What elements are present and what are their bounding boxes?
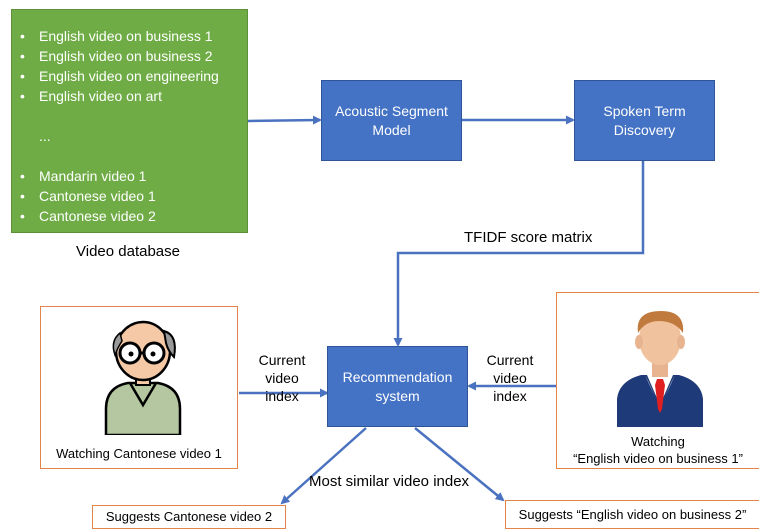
video-list-item: •English video on engineering (20, 68, 219, 84)
arrow-db-to-asm (247, 115, 322, 125)
video-list: •English video on business 1 •English vid… (20, 26, 219, 226)
asm-line-2: Model (372, 121, 411, 138)
arrow-rec-to-left-suggestion (280, 427, 367, 505)
rec-line-1: Recommendation (342, 368, 453, 385)
video-list-item: •English video on art (20, 88, 162, 104)
spoken-term-discovery-node: Spoken Term Discovery (574, 80, 715, 161)
rec-line-2: system (375, 387, 420, 404)
arrow-rec-to-right-suggestion (414, 427, 505, 502)
asm-line-1: Acoustic Segment (335, 102, 448, 119)
acoustic-segment-model-node: Acoustic Segment Model (321, 80, 462, 161)
current-video-index-left-label: Current video index (258, 352, 306, 404)
video-list-item: •Cantonese video 2 (20, 208, 156, 224)
video-list-item: •English video on business 1 (20, 28, 213, 44)
video-list-item (20, 146, 219, 166)
video-list-item: •Mandarin video 1 (20, 168, 147, 184)
std-line-1: Spoken Term (603, 102, 686, 119)
left-user-box: Watching Cantonese video 1 (40, 306, 238, 469)
right-user-box: Watching “English video on business 1” (556, 292, 759, 469)
left-user-caption: Watching Cantonese video 1 (56, 446, 222, 461)
elderly-person-icon (104, 320, 182, 435)
video-database-box: •English video on business 1 •English vid… (11, 9, 248, 233)
video-list-item (20, 106, 219, 126)
std-line-2: Discovery (613, 121, 676, 138)
recommendation-system-node: Recommendation system (327, 346, 468, 427)
most-similar-video-index-label: Most similar video index (309, 473, 470, 490)
video-database-label: Video database (76, 243, 180, 260)
arrow-std-to-rec (393, 160, 645, 347)
left-suggestion-box: Suggests Cantonese video 2 (92, 505, 286, 529)
right-user-caption: Watching “English video on business 1” (573, 434, 743, 466)
tfidf-label: TFIDF score matrix (464, 229, 593, 246)
right-suggestion-box: Suggests “English video on business 2” (505, 500, 759, 529)
current-video-index-right-label: Current video index (486, 352, 534, 404)
businessman-icon (617, 311, 703, 427)
video-list-item: ... (39, 128, 51, 144)
video-list-item: •Cantonese video 1 (20, 188, 156, 204)
video-list-item: •English video on business 2 (20, 48, 213, 64)
